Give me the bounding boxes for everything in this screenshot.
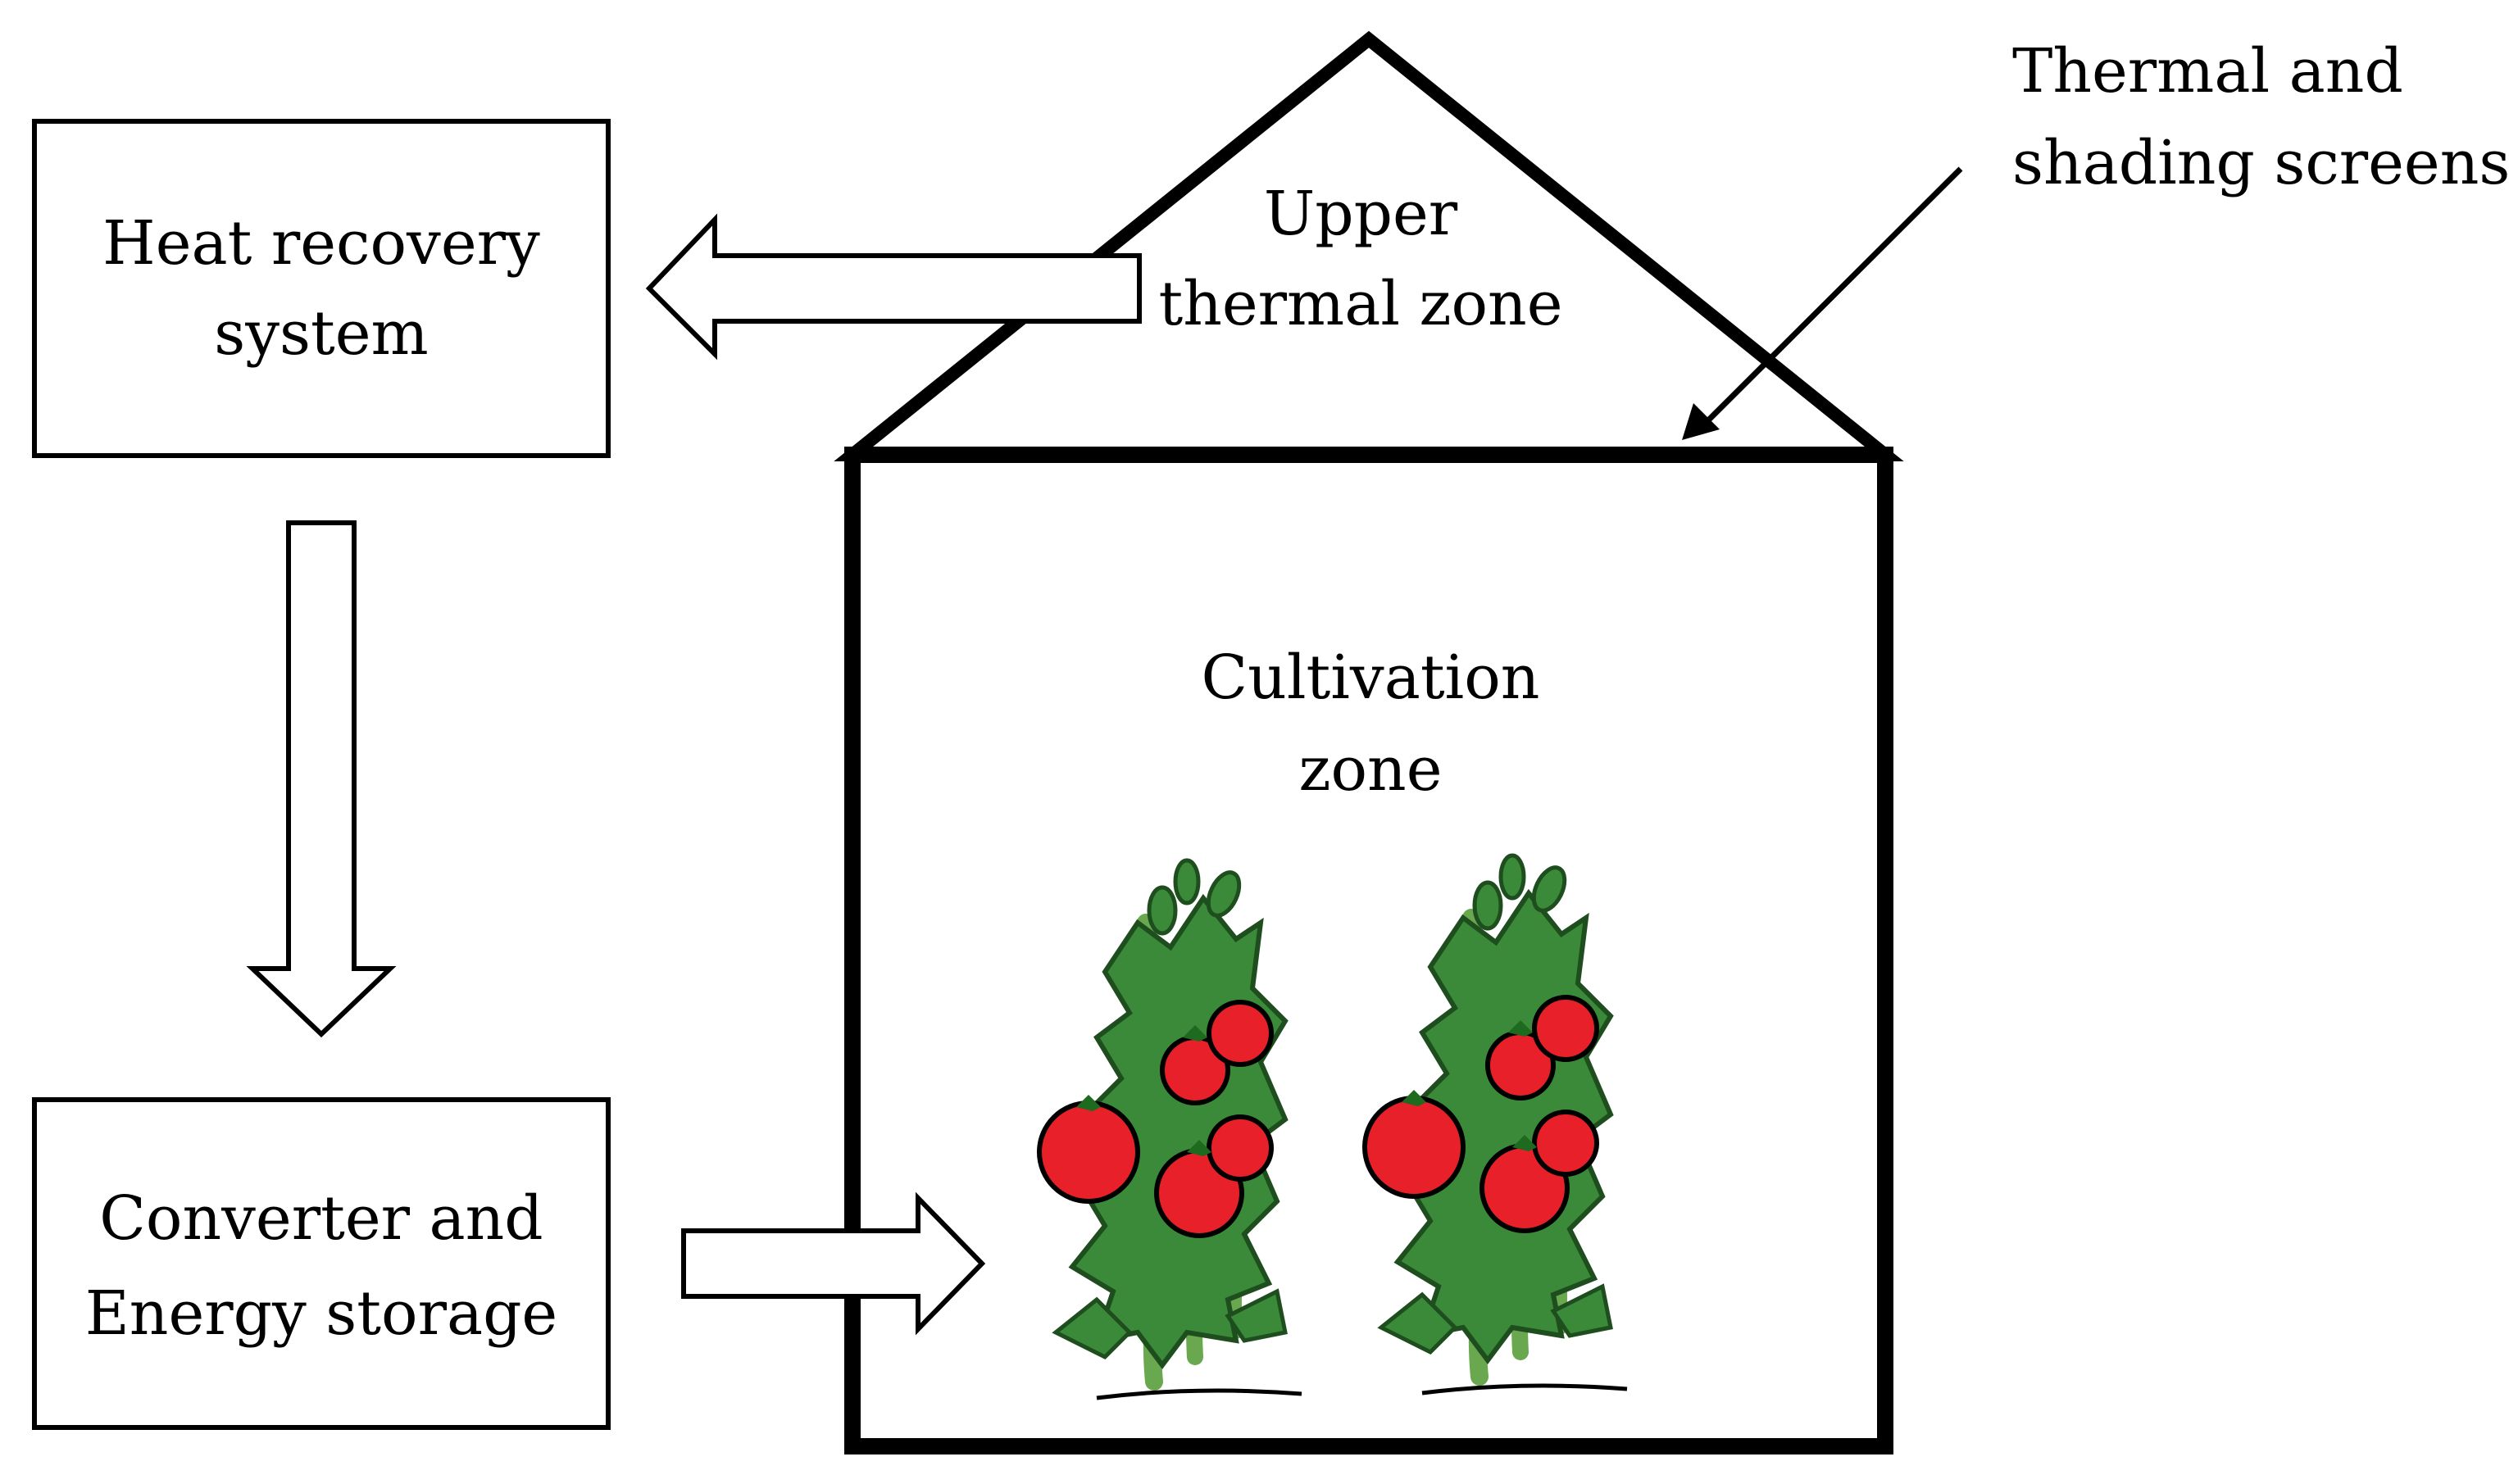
screens-line1: Thermal and xyxy=(2012,36,2403,107)
arrow-to-converter xyxy=(246,520,397,1038)
converter-storage-box xyxy=(32,1097,611,1430)
cultivation-line2: zone xyxy=(1299,734,1443,805)
converter-line2: Energy storage xyxy=(85,1278,557,1349)
tomato-plant-right xyxy=(1365,855,1627,1393)
converter-line1: Converter and xyxy=(99,1183,543,1254)
screens-pointer-head xyxy=(1682,403,1720,440)
greenhouse-body xyxy=(844,447,1893,1455)
heat-recovery-line1: Heat recovery xyxy=(102,208,540,279)
heat-recovery-line2: system xyxy=(214,298,428,369)
arrow-to-heat-recovery xyxy=(645,213,1142,361)
heat-recovery-box xyxy=(32,119,611,458)
arrow-to-cultivation xyxy=(681,1191,986,1336)
upper-zone-line2: thermal zone xyxy=(1158,269,1562,339)
upper-zone-line1: Upper xyxy=(1264,179,1458,249)
screens-line2: shading screens xyxy=(2012,128,2509,198)
tomato-plant-left xyxy=(1039,860,1302,1398)
cultivation-line1: Cultivation xyxy=(1202,642,1540,713)
screens-pointer-line xyxy=(1704,166,1963,424)
